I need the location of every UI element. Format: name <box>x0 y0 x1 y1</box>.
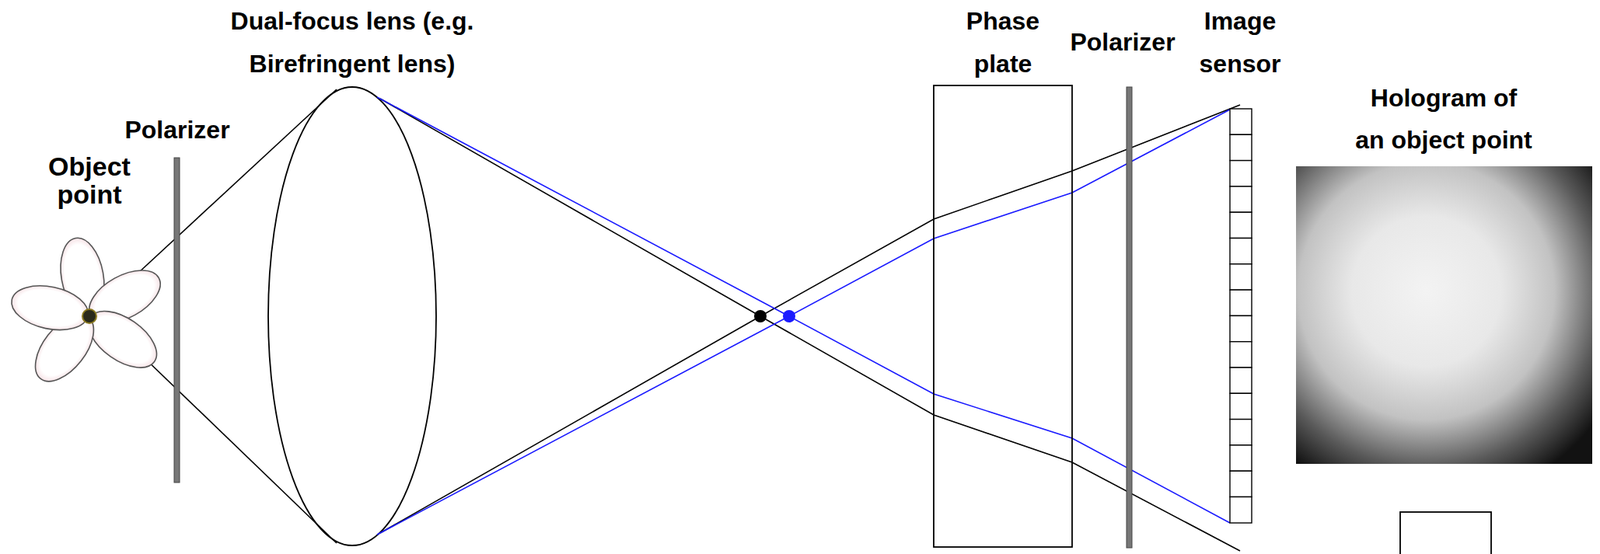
pixel <box>1229 342 1252 368</box>
component-name: Hologram of an object point <box>1354 76 1534 161</box>
focal-point <box>782 310 796 323</box>
pixel <box>1229 445 1252 472</box>
pixel <box>1229 471 1252 497</box>
pixel <box>1229 497 1252 525</box>
ray <box>377 109 1230 535</box>
component-name: Image sensor <box>1194 0 1286 86</box>
component-name: Object point <box>27 152 152 209</box>
pixel <box>1229 238 1252 265</box>
pixel <box>1229 134 1252 161</box>
pixel <box>1229 108 1252 135</box>
polarizer-plate <box>174 157 180 483</box>
output-rays <box>377 97 1241 552</box>
component-name: Dual-focus lens (e.g. Birefringent lens) <box>216 0 489 86</box>
pixel <box>1229 160 1252 187</box>
polarizer-label: Polarizer <box>1056 27 1189 57</box>
component-name: Polarizer <box>107 115 248 145</box>
component-name: Polarizer <box>1056 27 1189 57</box>
object-flower <box>7 234 170 392</box>
pixel <box>1229 289 1252 316</box>
phase-plate-label: Phase plate <box>952 0 1054 86</box>
hologram-image <box>1296 166 1593 465</box>
pixel <box>1229 393 1252 420</box>
ray <box>380 98 1241 552</box>
focal-point <box>754 310 767 323</box>
petal <box>7 279 93 337</box>
small-box <box>1400 512 1492 554</box>
pixel <box>1229 186 1252 213</box>
pixel <box>1229 264 1252 290</box>
hologram-label: Hologram of an object point <box>1354 76 1534 161</box>
phase-plate <box>933 85 1073 548</box>
object-point-label: Object point <box>27 152 152 209</box>
pixel <box>1229 419 1252 446</box>
pixel <box>1229 315 1252 342</box>
pixel <box>1229 212 1252 238</box>
lens-label: Dual-focus lens (e.g. Birefringent lens) <box>216 0 489 86</box>
ray <box>377 97 1230 524</box>
component-name: Phase plate <box>952 0 1054 86</box>
flower-center <box>82 309 97 324</box>
image-sensor-label: Image sensor <box>1194 0 1286 86</box>
ray <box>143 356 337 544</box>
input-rays <box>137 89 337 544</box>
lens-ellipse <box>268 87 437 546</box>
polarizer-plate <box>1126 87 1132 549</box>
pixel <box>1229 367 1252 394</box>
ray <box>380 104 1241 534</box>
polarizer-label: Polarizer <box>107 115 248 145</box>
image-sensor <box>1229 108 1252 524</box>
